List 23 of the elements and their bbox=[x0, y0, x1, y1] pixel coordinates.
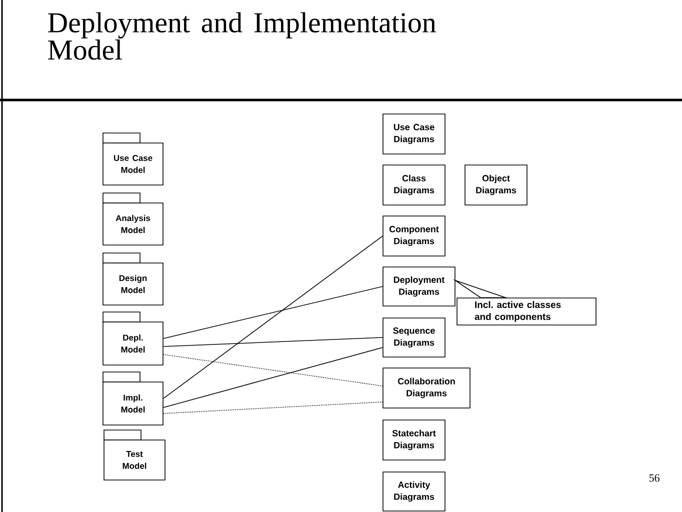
package-box: Use Case Model bbox=[102, 132, 164, 186]
diagram-box: Sequence Diagrams bbox=[382, 318, 446, 358]
connector-line bbox=[163, 337, 383, 347]
slide-title: Deployment and Implementation Model bbox=[48, 12, 436, 60]
diagram-box: Statechart Diagrams bbox=[382, 420, 446, 460]
connector-line bbox=[163, 347, 383, 408]
diagram-box: Activity Diagrams bbox=[382, 472, 446, 512]
diagram-box: Use Case Diagrams bbox=[382, 114, 446, 154]
diagram-box: Object Diagrams bbox=[464, 164, 528, 206]
package-box: Impl. Model bbox=[102, 372, 164, 426]
diagram-box: Class Diagrams bbox=[382, 164, 446, 206]
page-number: 56 bbox=[649, 474, 660, 482]
diagram-box: Collaboration Diagrams bbox=[382, 368, 470, 408]
connector-line bbox=[163, 286, 383, 339]
dotted-line bbox=[163, 354, 383, 386]
diagram-box: Component Diagrams bbox=[382, 216, 446, 256]
connector-line bbox=[163, 236, 383, 399]
diagram-box: Deployment Diagrams bbox=[382, 266, 456, 306]
package-box: Analysis Model bbox=[102, 192, 164, 246]
package-box: Test Model bbox=[104, 430, 166, 480]
package-box: Depl. Model bbox=[102, 312, 164, 366]
package-box: Design Model bbox=[102, 252, 164, 306]
dotted-line bbox=[163, 402, 383, 414]
